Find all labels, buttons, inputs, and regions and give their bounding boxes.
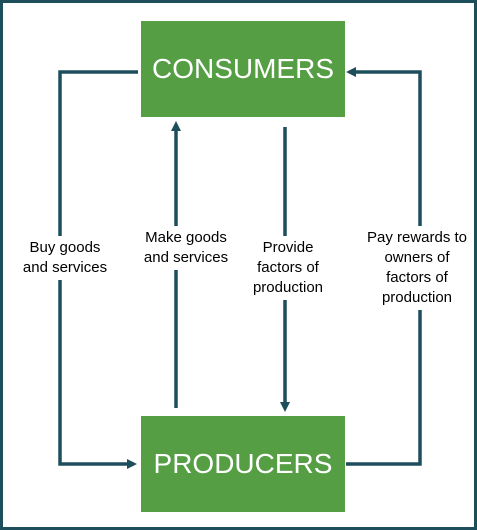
flow-label-buy-goods: Buy goods and services <box>17 236 113 280</box>
flow-label-make-goods: Make goods and services <box>139 226 233 270</box>
consumers-box: CONSUMERS <box>141 21 345 117</box>
flow-label-pay-rewards: Pay rewards to owners of factors of prod… <box>359 226 474 310</box>
producers-label: PRODUCERS <box>153 448 333 479</box>
flow-label-provide-factors: Provide factors of production <box>237 236 339 300</box>
consumers-label: CONSUMERS <box>151 53 334 84</box>
producers-box: PRODUCERS <box>141 416 345 512</box>
